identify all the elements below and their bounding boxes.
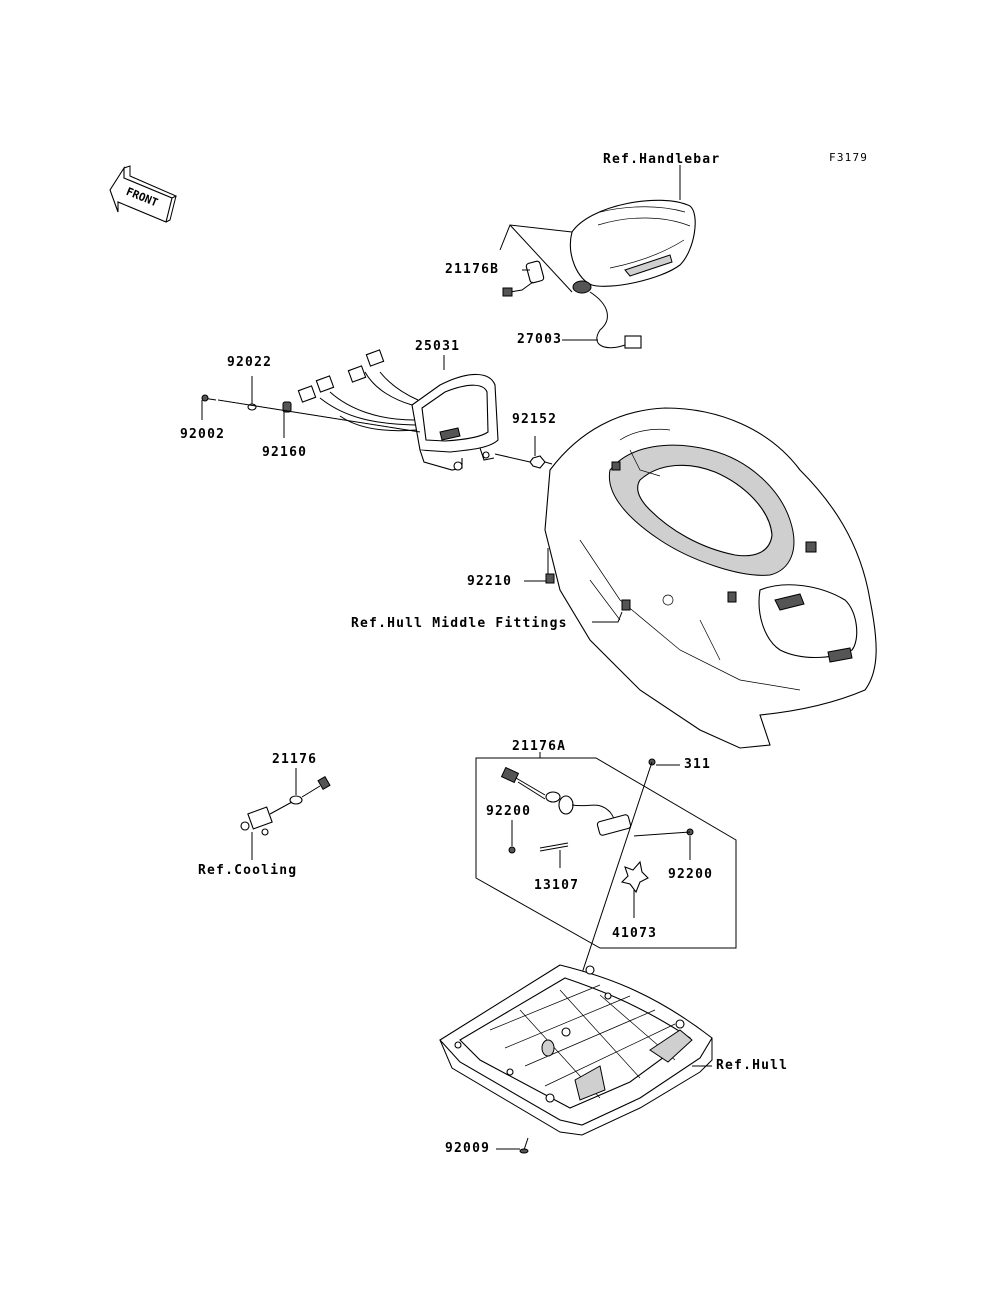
ref-cooling-label: Ref.Cooling: [198, 863, 298, 878]
front-arrow-icon: FRONT: [109, 165, 178, 223]
part-92009: [519, 1137, 529, 1154]
handlebar-cover: [569, 199, 696, 287]
part-number-21176A: 21176A: [512, 739, 567, 754]
part-number-92002: 92002: [180, 427, 226, 442]
part-number-41073: 41073: [612, 926, 658, 941]
part-number-92160: 92160: [262, 445, 308, 460]
part-92152: [494, 453, 553, 469]
part-21176B: [502, 260, 545, 297]
ref-handlebar-label: Ref.Handlebar: [603, 152, 721, 167]
part-number-92200-right: 92200: [668, 867, 714, 882]
part-number-21176B: 21176B: [445, 262, 500, 277]
part-number-92200-left: 92200: [486, 804, 532, 819]
part-21176: [240, 775, 331, 836]
figure-code: F3179: [829, 151, 869, 164]
part-25031-meter: [297, 349, 499, 471]
part-number-92022: 92022: [227, 355, 273, 370]
part-number-92210: 92210: [467, 574, 513, 589]
part-21176A-sensor: [500, 758, 694, 1101]
hull-plate: [439, 964, 713, 1136]
part-number-92152: 92152: [512, 412, 558, 427]
leader-lines: [201, 165, 712, 1150]
hull-middle-fittings: [544, 407, 877, 749]
part-number-21176: 21176: [272, 752, 318, 767]
part-27003: [572, 280, 642, 349]
ref-hull-middle-fittings-label: Ref.Hull Middle Fittings: [351, 616, 568, 631]
part-number-27003: 27003: [517, 332, 563, 347]
part-number-311: 311: [684, 757, 712, 772]
kit-21176A-box: [475, 757, 737, 949]
part-number-25031: 25031: [415, 339, 461, 354]
hardware-92002-92022-92160: [201, 394, 421, 433]
part-number-92009: 92009: [445, 1141, 491, 1156]
part-number-13107: 13107: [534, 878, 580, 893]
ref-hull-label: Ref.Hull: [716, 1058, 789, 1073]
